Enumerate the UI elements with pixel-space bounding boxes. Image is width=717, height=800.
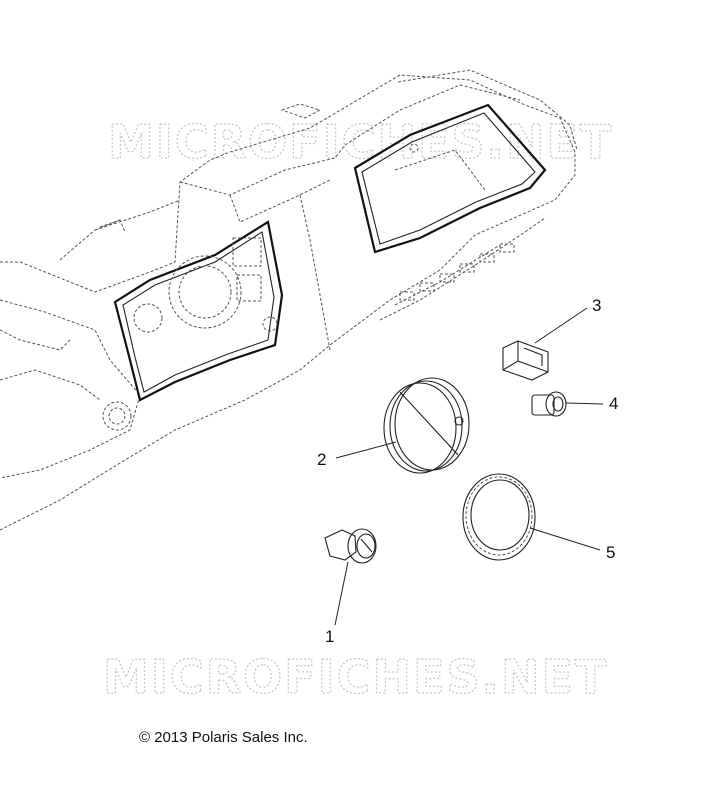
part-3-switch xyxy=(502,340,549,381)
callout-3: 3 xyxy=(592,296,601,315)
callout-2: 2 xyxy=(317,450,326,469)
part-4-power-socket xyxy=(531,391,567,417)
part-5-ring xyxy=(462,473,536,561)
watermark-top: MICROFICHES.NET xyxy=(108,115,613,169)
leader-3 xyxy=(534,307,588,344)
vent-slots xyxy=(399,243,515,301)
leader-2 xyxy=(335,441,397,459)
watermark-bottom: MICROFICHES.NET xyxy=(103,650,608,704)
callout-1: 1 xyxy=(325,627,334,646)
dashboard-assembly xyxy=(0,69,578,531)
callout-5: 5 xyxy=(606,543,615,562)
copyright-notice: © 2013 Polaris Sales Inc. xyxy=(139,729,308,746)
leader-4 xyxy=(565,402,604,405)
part-1-ignition-switch xyxy=(324,528,377,564)
callout-4: 4 xyxy=(609,394,618,413)
leader-5 xyxy=(529,527,601,551)
part-2-gauge xyxy=(383,377,470,474)
leader-1 xyxy=(334,561,349,626)
